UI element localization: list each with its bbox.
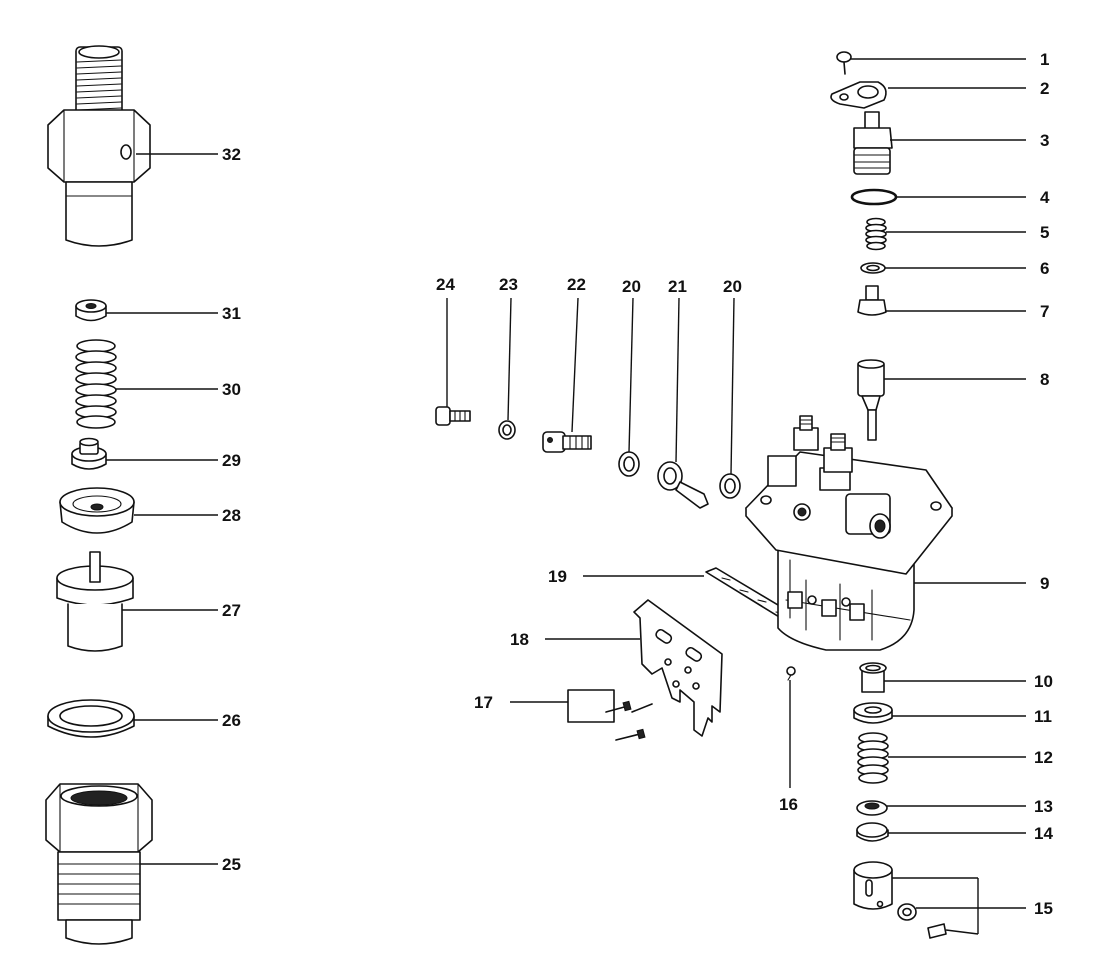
part-18-cover-plate xyxy=(633,599,723,737)
callout-13: 13 xyxy=(1034,797,1053,816)
callout-21: 21 xyxy=(668,277,687,296)
callout-16: 16 xyxy=(779,795,798,814)
left-callout-leaders xyxy=(106,153,218,865)
callout-5: 5 xyxy=(1040,223,1049,242)
callout-23: 23 xyxy=(499,275,518,294)
part-30-spring xyxy=(75,339,117,429)
part-7-delivery-valve xyxy=(857,285,887,316)
callout-22: 22 xyxy=(567,275,586,294)
part-28-spacer xyxy=(59,487,135,534)
callout-32: 32 xyxy=(222,145,241,164)
part-10-sleeve xyxy=(859,662,887,693)
part-31-washer xyxy=(75,299,107,322)
callout-9: 9 xyxy=(1040,574,1049,593)
part-4-o-ring xyxy=(850,188,898,206)
callout-25: 25 xyxy=(222,855,241,874)
callout-8: 8 xyxy=(1040,370,1049,389)
callout-6: 6 xyxy=(1040,259,1049,278)
part-2-lock-plate xyxy=(830,81,887,109)
part-29-spring-seat xyxy=(71,437,107,470)
part-22-hollow-bolt xyxy=(542,431,592,453)
part-23-washer xyxy=(498,420,516,440)
part-14-shim xyxy=(856,822,889,842)
callout-30: 30 xyxy=(222,380,241,399)
center-callout-leaders xyxy=(446,297,735,475)
callout-19: 19 xyxy=(548,567,567,586)
part-15-tappet-assembly xyxy=(853,861,1026,939)
part-25-retaining-nut xyxy=(45,783,153,945)
part-20-washer-b xyxy=(719,473,741,499)
callout-15: 15 xyxy=(1034,899,1053,918)
part-20-washer-a xyxy=(618,451,640,477)
callout-29: 29 xyxy=(222,451,241,470)
part-1-screw xyxy=(836,51,852,75)
callout-24: 24 xyxy=(436,275,455,294)
callout-7: 7 xyxy=(1040,302,1049,321)
part-13-lower-seat xyxy=(856,800,888,816)
callout-1: 1 xyxy=(1040,50,1049,69)
callout-12: 12 xyxy=(1034,748,1053,767)
callout-17: 17 xyxy=(474,693,493,712)
callout-20-a: 20 xyxy=(622,277,641,296)
callout-26: 26 xyxy=(222,711,241,730)
part-11-upper-seat xyxy=(853,702,893,724)
part-24-bolt xyxy=(435,406,471,426)
callout-20-b: 20 xyxy=(723,277,742,296)
callout-14: 14 xyxy=(1034,824,1053,843)
callout-4: 4 xyxy=(1040,188,1050,207)
callout-10: 10 xyxy=(1034,672,1053,691)
part-12-plunger-spring xyxy=(857,732,889,784)
callout-2: 2 xyxy=(1040,79,1049,98)
callout-11: 11 xyxy=(1034,707,1052,726)
part-6-washer xyxy=(860,262,886,274)
callout-18: 18 xyxy=(510,630,529,649)
part-5-spring xyxy=(865,217,887,251)
part-26-gasket xyxy=(47,699,135,738)
callout-28: 28 xyxy=(222,506,241,525)
callout-31: 31 xyxy=(222,304,241,323)
part-9-pump-housing xyxy=(745,415,953,651)
part-17-screws xyxy=(510,689,653,741)
part-16-pin xyxy=(786,666,796,788)
part-8-plunger xyxy=(857,359,885,441)
part-21-banjo-fitting xyxy=(657,461,709,509)
part-3-delivery-valve-holder xyxy=(853,111,893,175)
right-callout-leaders xyxy=(851,58,1026,834)
part-32-nozzle-holder xyxy=(47,45,151,247)
part-27-nozzle xyxy=(56,551,134,652)
callout-3: 3 xyxy=(1040,131,1049,150)
callout-27: 27 xyxy=(222,601,241,620)
